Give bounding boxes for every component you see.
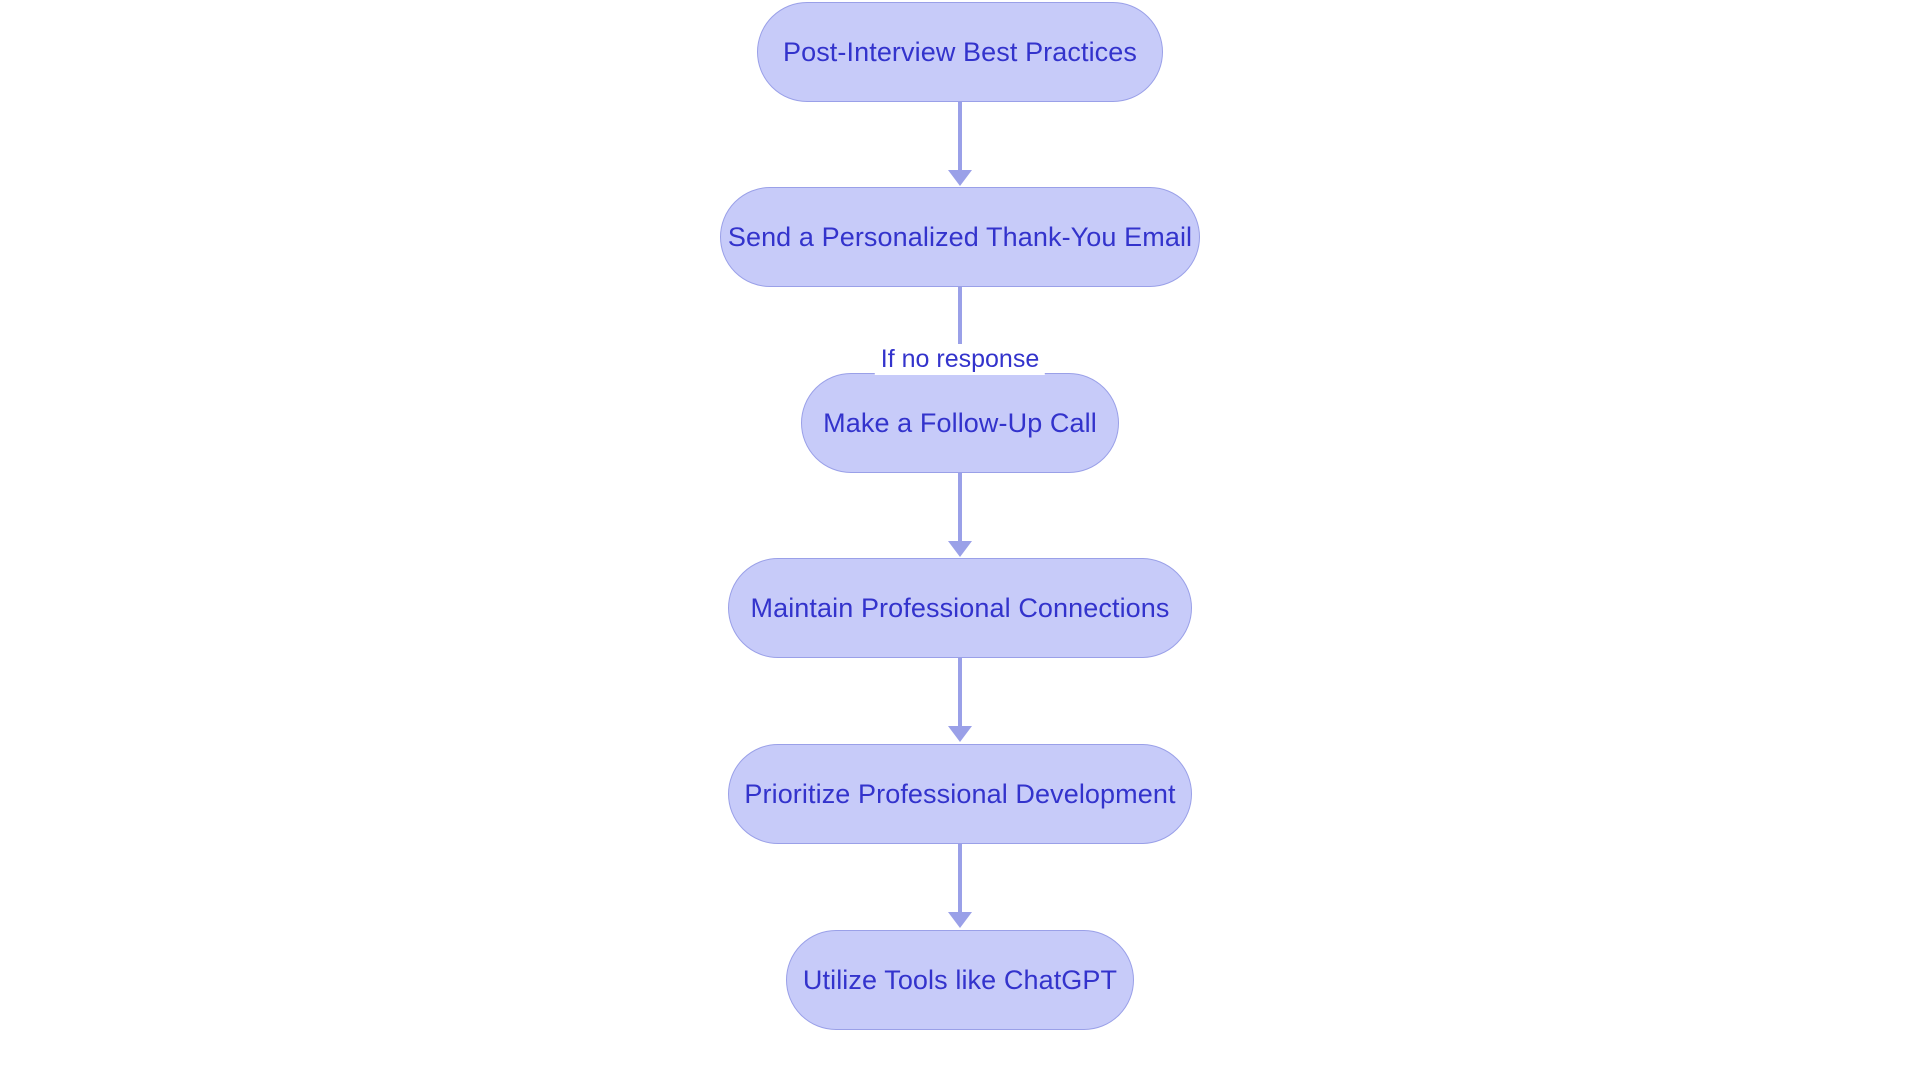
arrowhead-icon-n2-n3 [948,541,972,557]
arrowhead-icon-n4-n5 [948,912,972,928]
flowchart-node-utilize-tools-like-chatgpt[interactable]: Utilize Tools like ChatGPT [786,930,1134,1030]
flowchart-node-prioritize-professional-development[interactable]: Prioritize Professional Development [728,744,1192,844]
flowchart-node-maintain-professional-connections[interactable]: Maintain Professional Connections [728,558,1192,658]
connector-line-n4-n5 [958,844,962,914]
arrowhead-icon-n3-n4 [948,726,972,742]
connector-line-n3-n4 [958,658,962,728]
arrowhead-icon-n0-n1 [948,170,972,186]
flowchart-node-post-interview-best-practices[interactable]: Post-Interview Best Practices [757,2,1163,102]
node-label: Utilize Tools like ChatGPT [802,964,1118,995]
node-label: Post-Interview Best Practices [782,36,1138,67]
connector-line-n0-n1 [958,102,962,172]
node-label: Make a Follow-Up Call [823,407,1097,438]
connector-line-n2-n3 [958,473,962,543]
node-label: Maintain Professional Connections [750,592,1170,623]
node-label: Prioritize Professional Development [744,778,1176,809]
connector-line-n1-n2 [958,287,962,357]
edge-label-n1-n2: If no response [874,344,1046,375]
node-label: Send a Personalized Thank-You Email [727,221,1193,252]
flowchart-node-send-a-personalized-thank-you-email[interactable]: Send a Personalized Thank-You Email [720,187,1200,287]
flowchart-node-make-a-follow-up-call[interactable]: Make a Follow-Up Call [801,373,1119,473]
